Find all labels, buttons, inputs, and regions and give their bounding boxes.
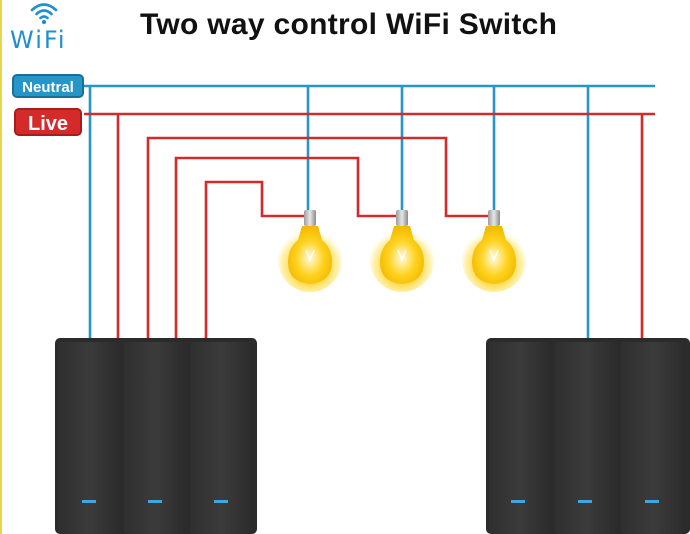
bulb-cap <box>488 210 500 226</box>
bulb-glass <box>472 226 516 284</box>
neutral-wires <box>84 84 655 340</box>
neutral-label: Neutral <box>12 74 84 98</box>
live-label: Live <box>14 108 82 136</box>
indicator-light <box>511 500 525 503</box>
bulb-cap <box>304 210 316 226</box>
switch-key[interactable] <box>555 342 619 534</box>
light-bulb <box>462 210 526 292</box>
switch-key[interactable] <box>124 342 188 534</box>
indicator-light <box>82 500 96 503</box>
light-bulb <box>370 210 434 292</box>
wifi-logo: WiFi <box>8 0 88 56</box>
indicator-light <box>578 500 592 503</box>
light-bulb <box>278 210 342 292</box>
indicator-light <box>645 500 659 503</box>
switch-panel-right <box>486 338 690 534</box>
bulb-glass <box>380 226 424 284</box>
live-wires <box>84 112 655 340</box>
switch-key[interactable] <box>58 342 122 534</box>
switch-panel-left <box>55 338 257 534</box>
wifi-logo-text: WiFi <box>10 26 67 54</box>
indicator-light <box>214 500 228 503</box>
switch-key[interactable] <box>621 342 687 534</box>
indicator-light <box>148 500 162 503</box>
switch-key[interactable] <box>489 342 553 534</box>
wifi-signal-icon <box>30 3 58 25</box>
diagram-title: Two way control WiFi Switch <box>140 8 558 41</box>
bulb-glass <box>288 226 332 284</box>
switch-key[interactable] <box>190 342 254 534</box>
left-edge-stripe <box>0 0 2 534</box>
bulb-cap <box>396 210 408 226</box>
